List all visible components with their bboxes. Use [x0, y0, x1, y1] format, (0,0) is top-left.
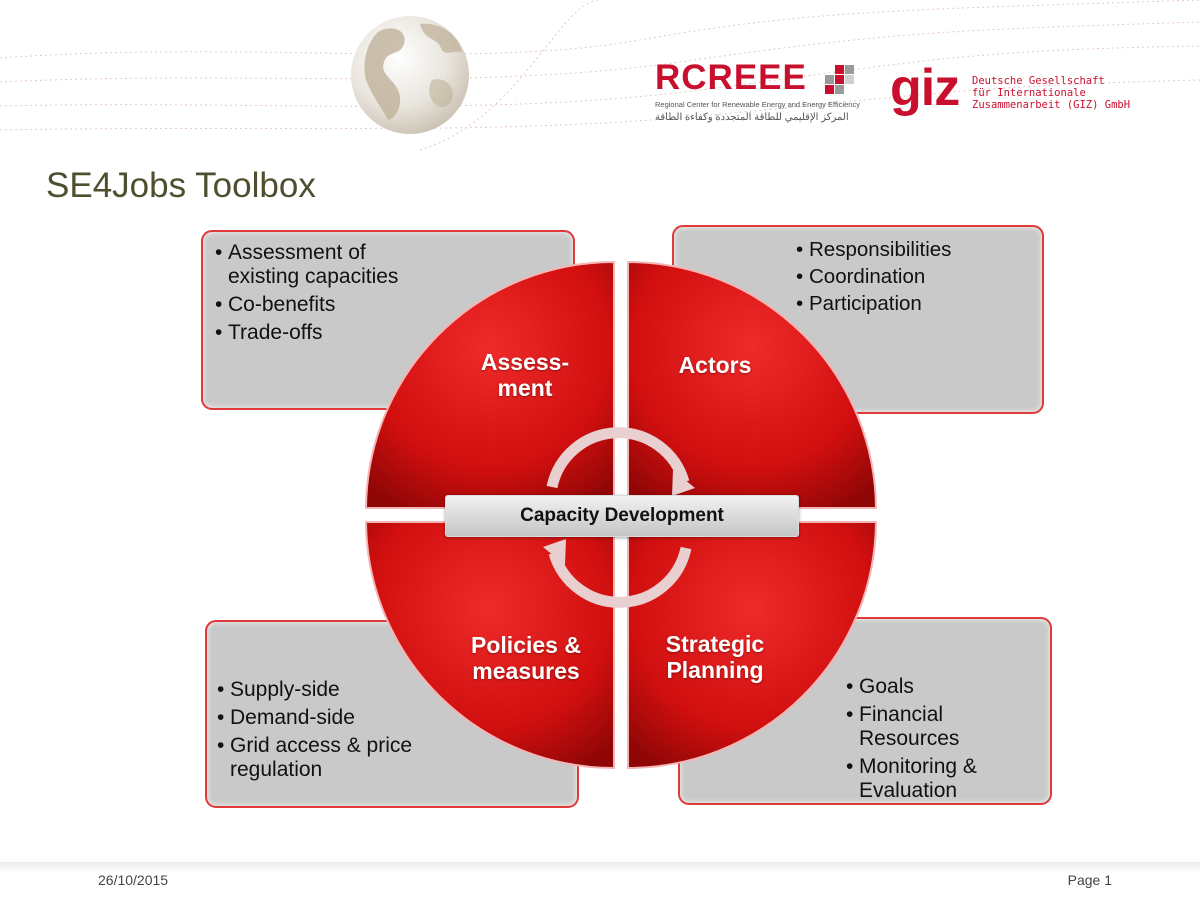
giz-full-name: Deutsche Gesellschaft für Internationale…: [972, 75, 1130, 111]
giz-line-3: Zusammenarbeit (GIZ) GmbH: [972, 99, 1131, 111]
quadrant-label-policies: Policies & measures: [455, 632, 597, 684]
list-item: Demand-side: [217, 706, 440, 730]
page-title: SE4Jobs Toolbox: [46, 166, 316, 205]
quadrant-policies: [364, 521, 615, 770]
quadrant-strategic: [627, 521, 878, 770]
list-item: Responsibilities: [796, 239, 951, 262]
quadrant-assessment: [364, 260, 615, 509]
list-item: Financial Resources: [846, 703, 979, 751]
list-item: Co-benefits: [215, 293, 418, 317]
footer: 26/10/2015 Page 1: [0, 862, 1200, 900]
capacity-development-bar: Capacity Development: [445, 495, 799, 537]
giz-line-1: Deutsche Gesellschaft: [972, 75, 1105, 87]
list-item: Monitoring & Evaluation: [846, 755, 999, 803]
giz-logo: giz Deutsche Gesellschaft für Internatio…: [890, 60, 1130, 126]
cycle-arrows-icon: [543, 427, 695, 608]
footer-date: 26/10/2015: [98, 872, 169, 888]
rcreee-logo: RCREEE Regional Center for Renewable Ene…: [655, 58, 860, 132]
capacity-wheel: [364, 260, 878, 770]
quadrant-label-line: Assess-: [480, 349, 570, 375]
footer-page-number: Page 1: [1067, 872, 1112, 888]
list-item: Trade-offs: [215, 321, 418, 345]
list-item: Coordination: [796, 266, 951, 289]
rcreee-arabic-name: المركز الإقليمي للطاقة المتجددة وكفاءة ا…: [655, 112, 849, 123]
list-item: Assessment of existing capacities: [215, 241, 418, 289]
giz-line-2: für Internationale: [972, 87, 1086, 99]
globe-icon: [351, 16, 469, 134]
rcreee-english-name: Regional Center for Renewable Energy and…: [655, 100, 860, 109]
quadrant-label-line: Planning: [666, 657, 764, 683]
quadrant-label-line: ment: [497, 375, 553, 401]
rcreee-squares-icon: [825, 65, 855, 95]
rcreee-wordmark: RCREEE: [655, 58, 807, 97]
list-item: Goals: [846, 675, 999, 699]
quadrant-actors: [627, 260, 878, 509]
quadrant-label-assessment: Assess- ment: [458, 349, 592, 401]
list-item: Participation: [796, 293, 951, 316]
quadrant-label-actors: Actors: [678, 352, 752, 378]
capacity-development-label: Capacity Development: [520, 505, 724, 526]
quadrant-label-line: Policies &: [471, 632, 581, 658]
list-item: Grid access & price regulation: [217, 734, 440, 782]
quadrant-label-strategic: Strategic Planning: [642, 631, 788, 683]
giz-wordmark: giz: [890, 59, 960, 117]
quadrant-label-line: Strategic: [665, 631, 765, 657]
quadrant-label-line: measures: [472, 658, 580, 684]
list-item: Supply-side: [217, 678, 440, 702]
